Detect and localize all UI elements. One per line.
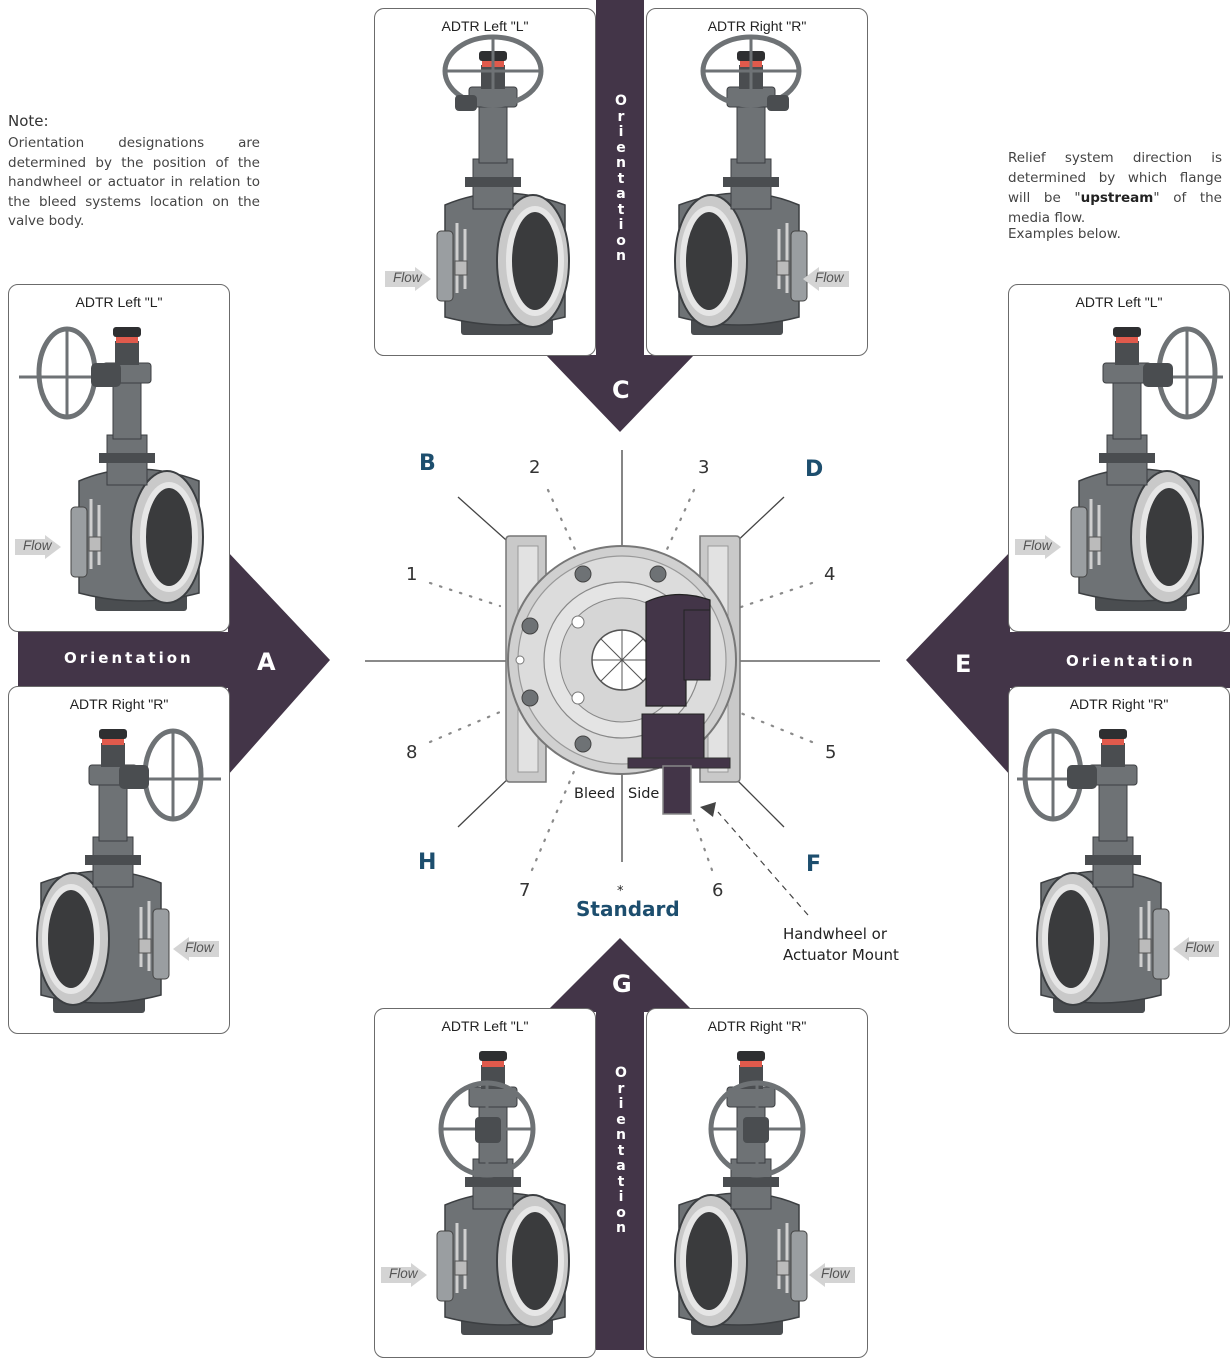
position-5: 5 — [825, 742, 837, 763]
flow-arrow-icon: Flow — [1015, 535, 1063, 559]
card-top-right: ADTR Right "R" Flow — [646, 8, 868, 356]
card-title: ADTR Right "R" — [707, 1018, 807, 1034]
mount-label-line2: Actuator Mount — [783, 946, 899, 964]
flow-arrow-icon: Flow — [803, 267, 851, 291]
valve-drawing — [1017, 728, 1170, 1013]
orientation-c-band — [546, 0, 694, 432]
valve-icon — [436, 1051, 570, 1335]
position-7: 7 — [519, 880, 531, 901]
orientation-label-left: Orientation — [64, 649, 194, 667]
side-label: Side — [628, 786, 660, 802]
card-title: ADTR Right "R" — [1069, 696, 1169, 712]
valve-drawing — [674, 1051, 808, 1335]
note-text: Orientation designations are determined … — [8, 135, 260, 229]
card-title: ADTR Left "L" — [441, 1018, 529, 1034]
card-right-top: ADTR Left "L" Flow — [1008, 284, 1230, 632]
valve-drawing — [1070, 326, 1223, 611]
valve-icon — [674, 34, 808, 335]
valve-drawing — [19, 326, 204, 611]
card-bottom-right: ADTR Right "R" Flow — [646, 1008, 868, 1358]
position-2: 2 — [529, 457, 541, 478]
valve-drawing — [436, 34, 570, 335]
card-title: ADTR Right "R" — [69, 696, 169, 712]
orientation-code-g: G — [612, 970, 632, 998]
position-6: 6 — [712, 880, 724, 901]
axis-lines — [365, 450, 880, 862]
position-3: 3 — [698, 457, 710, 478]
flow-arrow-icon: Flow — [809, 1263, 857, 1287]
valve-drawing — [436, 1051, 570, 1335]
flow-arrow-icon: Flow — [385, 267, 433, 291]
bleed-label: Bleed — [574, 786, 616, 802]
card-title: ADTR Left "L" — [75, 294, 163, 310]
card-right-bottom: ADTR Right "R" Flow — [1008, 686, 1230, 1034]
orientation-code-e: E — [955, 650, 972, 678]
dotted-guides — [428, 488, 814, 872]
direction-d: D — [805, 457, 824, 482]
valve-drawing — [36, 728, 221, 1013]
valve-icon — [674, 1051, 808, 1335]
valve-icon — [36, 728, 221, 1013]
position-8: 8 — [406, 742, 418, 763]
valve-icon — [1070, 326, 1223, 611]
card-left-bottom: ADTR Right "R" Flow — [8, 686, 230, 1034]
mount-label-line1: Handwheel or — [783, 925, 888, 943]
position-4: 4 — [824, 564, 836, 585]
card-top-left: ADTR Left "L" Flow — [374, 8, 596, 356]
standard-label: Standard — [576, 897, 680, 921]
flow-arrow-icon: Flow — [1173, 937, 1221, 961]
position-1: 1 — [406, 564, 418, 585]
relief-text: Relief system direction is determined by… — [1008, 150, 1222, 226]
orientation-a-band — [18, 552, 330, 775]
valve-icon — [1017, 728, 1170, 1013]
center-valve-body — [505, 535, 741, 815]
card-title: ADTR Left "L" — [1075, 294, 1163, 310]
note-title: Note: — [8, 112, 49, 130]
card-bottom-left: ADTR Left "L" Flow — [374, 1008, 596, 1358]
orientation-code-c: C — [612, 376, 630, 404]
card-left-top: ADTR Left "L" Flow — [8, 284, 230, 632]
direction-b: B — [419, 451, 436, 476]
standard-mark: * — [617, 884, 624, 899]
orientation-e-band — [906, 552, 1230, 775]
card-title: ADTR Left "L" — [441, 18, 529, 34]
examples-text: Examples below. — [1008, 226, 1121, 242]
valve-icon — [436, 34, 570, 335]
flow-arrow-icon: Flow — [381, 1263, 429, 1287]
direction-f: F — [806, 852, 822, 877]
orientation-g-band — [546, 938, 694, 1350]
valve-drawing — [674, 34, 808, 335]
flow-arrow-icon: Flow — [173, 937, 221, 961]
orientation-code-a: A — [257, 648, 276, 676]
valve-icon — [19, 326, 204, 611]
orientation-label-right: Orientation — [1066, 652, 1196, 670]
card-title: ADTR Right "R" — [707, 18, 807, 34]
flow-arrow-icon: Flow — [15, 535, 63, 559]
direction-h: H — [418, 850, 437, 875]
